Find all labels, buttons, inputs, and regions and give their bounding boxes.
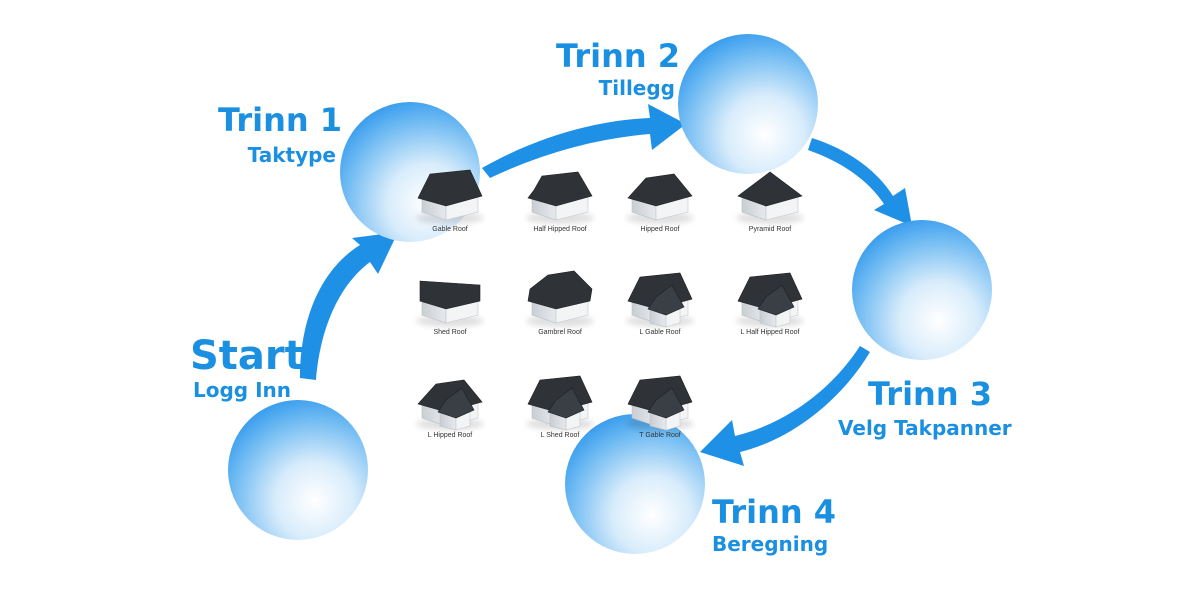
step-circles bbox=[228, 34, 992, 554]
l-hipped-roof-icon bbox=[416, 379, 484, 431]
roof-type-grid bbox=[416, 169, 804, 431]
l-shed-roof-icon bbox=[526, 375, 594, 431]
trinn1-subtitle: Taktype bbox=[247, 143, 336, 167]
trinn3-subtitle: Velg Takpanner bbox=[838, 416, 1012, 440]
roof-type-label: Half Hipped Roof bbox=[533, 226, 587, 233]
hipped-roof-icon bbox=[626, 173, 694, 224]
trinn2-subtitle: Tillegg bbox=[598, 76, 675, 100]
start-circle bbox=[228, 400, 368, 540]
l-half-hipped-roof-icon bbox=[736, 272, 804, 328]
roof-type-label: Gable Roof bbox=[432, 226, 468, 233]
l-gable-roof-icon bbox=[626, 272, 694, 328]
trinn1-title: Trinn 1 bbox=[218, 101, 343, 139]
arrow-start-to-trinn1 bbox=[300, 232, 398, 380]
roof-type-label: Shed Roof bbox=[433, 329, 467, 336]
roof-type-label: Hipped Roof bbox=[640, 226, 680, 233]
roof-type-label: L Hipped Roof bbox=[427, 432, 473, 439]
half-hipped-roof-icon bbox=[526, 171, 594, 224]
gambrel-roof-icon bbox=[526, 270, 594, 327]
trinn2-circle bbox=[678, 34, 818, 174]
roof-type-label: Pyramid Roof bbox=[748, 226, 792, 233]
start-subtitle: Logg Inn bbox=[193, 378, 291, 402]
start-title: Start bbox=[190, 333, 304, 379]
trinn4-title: Trinn 4 bbox=[712, 493, 837, 531]
roof-type-label: T Gable Roof bbox=[639, 432, 681, 439]
t-gable-roof-icon bbox=[626, 375, 694, 431]
trinn3-circle bbox=[852, 220, 992, 360]
roof-type-label: L Shed Roof bbox=[540, 432, 580, 439]
arrow-trinn1-to-trinn2 bbox=[482, 104, 686, 178]
trinn4-circle bbox=[565, 414, 705, 554]
roof-type-label: L Half Hipped Roof bbox=[740, 329, 800, 336]
arrow-trinn2-to-trinn3 bbox=[808, 138, 912, 226]
flow-arrows bbox=[300, 104, 912, 466]
gable-roof-icon bbox=[416, 169, 484, 224]
arrow-trinn3-to-trinn4 bbox=[700, 346, 870, 466]
trinn4-subtitle: Beregning bbox=[712, 532, 829, 556]
trinn2-title: Trinn 2 bbox=[556, 37, 681, 75]
roof-type-label: L Gable Roof bbox=[639, 329, 681, 336]
roof-type-label: Gambrel Roof bbox=[538, 329, 582, 336]
trinn3-title: Trinn 3 bbox=[867, 375, 992, 413]
pyramid-roof-icon bbox=[736, 171, 804, 224]
shed-roof-icon bbox=[416, 280, 484, 327]
